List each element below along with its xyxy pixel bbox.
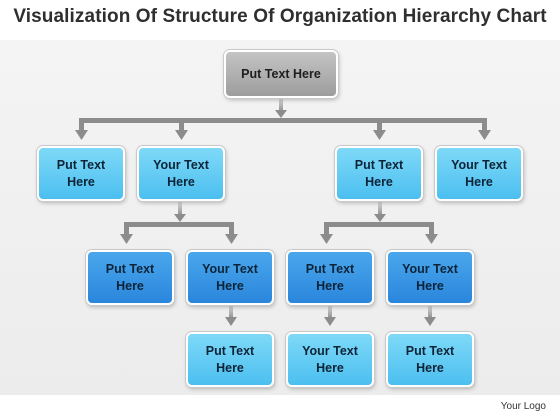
level2-node-1[interactable]: Put Text Here [86, 250, 174, 305]
node-label: Your Text Here [153, 157, 209, 189]
node-label: Your Text Here [302, 343, 358, 375]
level1-arrow-4 [478, 130, 491, 140]
level2-node-4[interactable]: Your Text Here [386, 250, 474, 305]
left-drop-2 [229, 222, 234, 236]
level1-bus [79, 118, 487, 123]
right-stem [378, 202, 382, 216]
level3-stem-1 [229, 305, 233, 319]
right-arrow-1 [320, 234, 333, 244]
level1-node-3[interactable]: Put Text Here [335, 146, 423, 201]
level2-node-3[interactable]: Put Text Here [286, 250, 374, 305]
level1-node-1[interactable]: Put Text Here [37, 146, 125, 201]
level1-drop-1 [79, 118, 84, 132]
level3-node-1[interactable]: Put Text Here [186, 332, 274, 387]
level3-arrow-1 [225, 317, 237, 326]
left-stem [178, 202, 182, 216]
root-node[interactable]: Put Text Here [224, 50, 338, 98]
right-bus [324, 222, 434, 227]
level1-drop-2 [179, 118, 184, 132]
node-label: Put Text Here [305, 261, 355, 293]
level3-node-2[interactable]: Your Text Here [286, 332, 374, 387]
node-label: Your Text Here [402, 261, 458, 293]
level3-node-3[interactable]: Put Text Here [386, 332, 474, 387]
node-label: Put Text Here [205, 343, 255, 375]
node-label: Your Text Here [451, 157, 507, 189]
level3-arrow-3 [424, 317, 436, 326]
right-drop-1 [324, 222, 329, 236]
left-stem-arrow [174, 214, 186, 222]
node-label: Put Text Here [405, 343, 455, 375]
level3-arrow-2 [324, 317, 336, 326]
node-label: Put Text Here [354, 157, 404, 189]
right-stem-arrow [374, 214, 386, 222]
level3-stem-2 [328, 305, 332, 319]
chart-title: Visualization Of Structure Of Organizati… [13, 6, 547, 27]
left-arrow-1 [120, 234, 133, 244]
level1-node-2[interactable]: Your Text Here [137, 146, 225, 201]
level3-stem-3 [428, 305, 432, 319]
level1-arrow-1 [75, 130, 88, 140]
level1-node-4[interactable]: Your Text Here [435, 146, 523, 201]
left-bus [124, 222, 234, 227]
node-label: Your Text Here [202, 261, 258, 293]
level2-node-2[interactable]: Your Text Here [186, 250, 274, 305]
node-label: Put Text Here [105, 261, 155, 293]
left-arrow-2 [225, 234, 238, 244]
level1-drop-4 [482, 118, 487, 132]
root-stem-arrow [275, 110, 287, 118]
left-drop-1 [124, 222, 129, 236]
right-arrow-2 [425, 234, 438, 244]
level1-drop-3 [377, 118, 382, 132]
node-label: Put Text Here [56, 157, 106, 189]
level1-arrow-3 [373, 130, 386, 140]
root-node-label: Put Text Here [241, 66, 321, 81]
right-drop-2 [429, 222, 434, 236]
logo-text: Your Logo [500, 401, 546, 412]
root-stem [279, 98, 283, 112]
level1-arrow-2 [175, 130, 188, 140]
